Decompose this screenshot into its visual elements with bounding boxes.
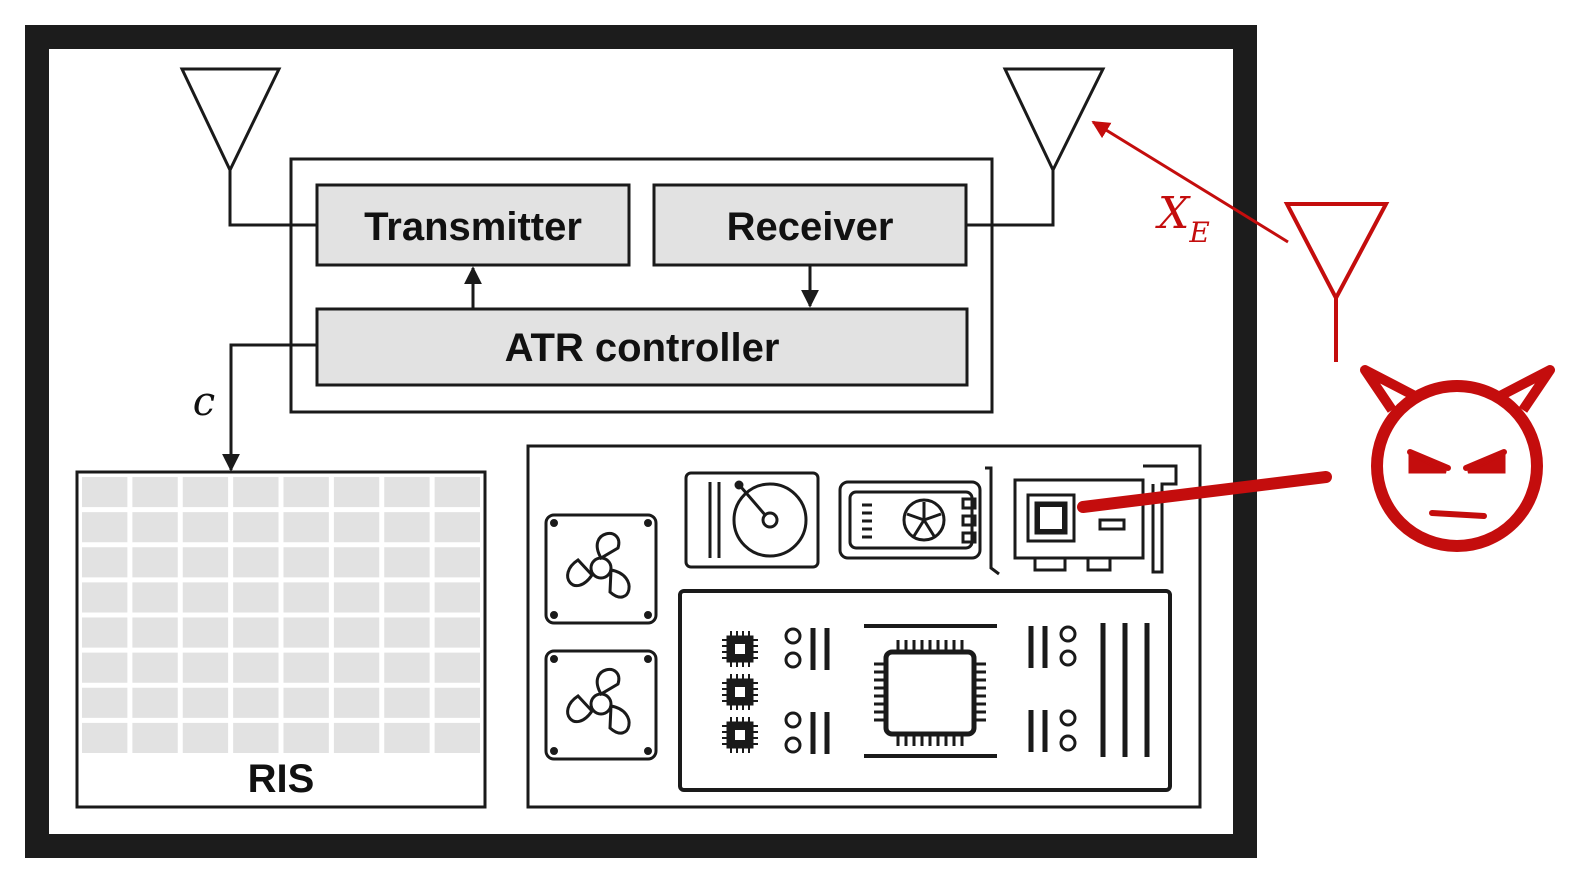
ris-element bbox=[233, 512, 279, 543]
ris-element bbox=[132, 687, 178, 718]
ris-element bbox=[384, 582, 430, 613]
ris-element bbox=[333, 652, 380, 683]
control-line bbox=[222, 343, 318, 472]
ris-element bbox=[82, 687, 128, 718]
ris-element bbox=[384, 652, 430, 683]
ris-element bbox=[333, 477, 380, 508]
ris-element bbox=[333, 617, 380, 648]
ris-element bbox=[82, 477, 128, 508]
ris-element bbox=[283, 477, 329, 508]
ris-element bbox=[434, 687, 480, 718]
computer-box bbox=[526, 444, 1202, 809]
ris-element-grid bbox=[82, 477, 480, 753]
hard-drive-icon bbox=[684, 471, 820, 569]
ris-element bbox=[283, 722, 329, 753]
ris-element bbox=[233, 722, 279, 753]
ris-element bbox=[233, 652, 279, 683]
eavesdropper-signal-symbol: X bbox=[1155, 188, 1191, 239]
ris-element bbox=[132, 617, 178, 648]
ris-element bbox=[82, 547, 128, 578]
eavesdropper-signal-subscript: E bbox=[1188, 216, 1209, 249]
ris-element bbox=[283, 617, 329, 648]
ris-element bbox=[333, 722, 380, 753]
ris-element bbox=[333, 512, 380, 543]
receiver-label: Receiver bbox=[727, 205, 894, 249]
ris-element bbox=[233, 477, 279, 508]
ris-element bbox=[82, 582, 128, 613]
ris-element bbox=[434, 512, 480, 543]
ris-element bbox=[384, 477, 430, 508]
ris-element bbox=[384, 617, 430, 648]
ris-element bbox=[283, 582, 329, 613]
ris-element bbox=[132, 722, 178, 753]
ris-element bbox=[182, 722, 229, 753]
ris-element bbox=[333, 547, 380, 578]
motherboard-icon bbox=[678, 589, 1172, 792]
expansion-card-icon bbox=[1013, 464, 1178, 574]
ris-element bbox=[434, 477, 480, 508]
ris-element bbox=[434, 652, 480, 683]
ris-element bbox=[434, 582, 480, 613]
fan-icon bbox=[544, 649, 658, 761]
ris-element bbox=[233, 582, 279, 613]
ris-element bbox=[132, 512, 178, 543]
ris-element bbox=[283, 687, 329, 718]
control-signal-label: c bbox=[193, 379, 215, 425]
cpu-chip-icon bbox=[874, 640, 986, 746]
small-chip-icon bbox=[722, 674, 758, 710]
ris-element bbox=[283, 547, 329, 578]
ris-element bbox=[233, 687, 279, 718]
atr-controller-block bbox=[315, 307, 969, 387]
ris-element bbox=[82, 652, 128, 683]
fan-icon bbox=[544, 513, 658, 625]
ris-element bbox=[182, 477, 229, 508]
ris-element bbox=[182, 687, 229, 718]
small-chip-icon bbox=[722, 717, 758, 753]
ris-element bbox=[182, 582, 229, 613]
ris-element bbox=[82, 617, 128, 648]
ris-element bbox=[384, 512, 430, 543]
eavesdrop-signal-arrow bbox=[1091, 120, 1289, 244]
graphics-card-icon bbox=[838, 466, 1000, 576]
ris-element bbox=[182, 652, 229, 683]
ris-label: RIS bbox=[248, 757, 315, 801]
ris-element bbox=[182, 617, 229, 648]
ris-element bbox=[233, 617, 279, 648]
ris-element bbox=[132, 652, 178, 683]
transmit-antenna-icon bbox=[179, 67, 318, 227]
small-chip-icon bbox=[722, 631, 758, 667]
ris-element bbox=[434, 722, 480, 753]
ris-element bbox=[384, 687, 430, 718]
attacker-antenna-icon bbox=[1283, 202, 1390, 362]
receiver-block bbox=[652, 183, 968, 267]
radar-module bbox=[289, 157, 994, 414]
ris-element bbox=[434, 617, 480, 648]
ris-element bbox=[132, 582, 178, 613]
ris-element bbox=[132, 477, 178, 508]
hardware-tamper-link bbox=[1077, 471, 1332, 513]
devil-icon bbox=[1360, 365, 1555, 552]
ris-element bbox=[434, 547, 480, 578]
receive-antenna-icon bbox=[967, 67, 1106, 227]
ris-element bbox=[82, 512, 128, 543]
eavesdropper-signal-label: XE bbox=[1155, 188, 1210, 249]
ris-element bbox=[333, 582, 380, 613]
atr-controller-label: ATR controller bbox=[505, 326, 780, 370]
ris-element bbox=[233, 547, 279, 578]
ris-element bbox=[132, 547, 178, 578]
transmitter-block bbox=[315, 183, 631, 267]
ris-element bbox=[333, 687, 380, 718]
ris-element bbox=[283, 512, 329, 543]
ris-element bbox=[82, 722, 128, 753]
ris-element bbox=[182, 512, 229, 543]
ris-element bbox=[182, 547, 229, 578]
ris-element bbox=[384, 547, 430, 578]
transmitter-label: Transmitter bbox=[364, 205, 582, 249]
ris-element bbox=[283, 652, 329, 683]
ris-element bbox=[384, 722, 430, 753]
